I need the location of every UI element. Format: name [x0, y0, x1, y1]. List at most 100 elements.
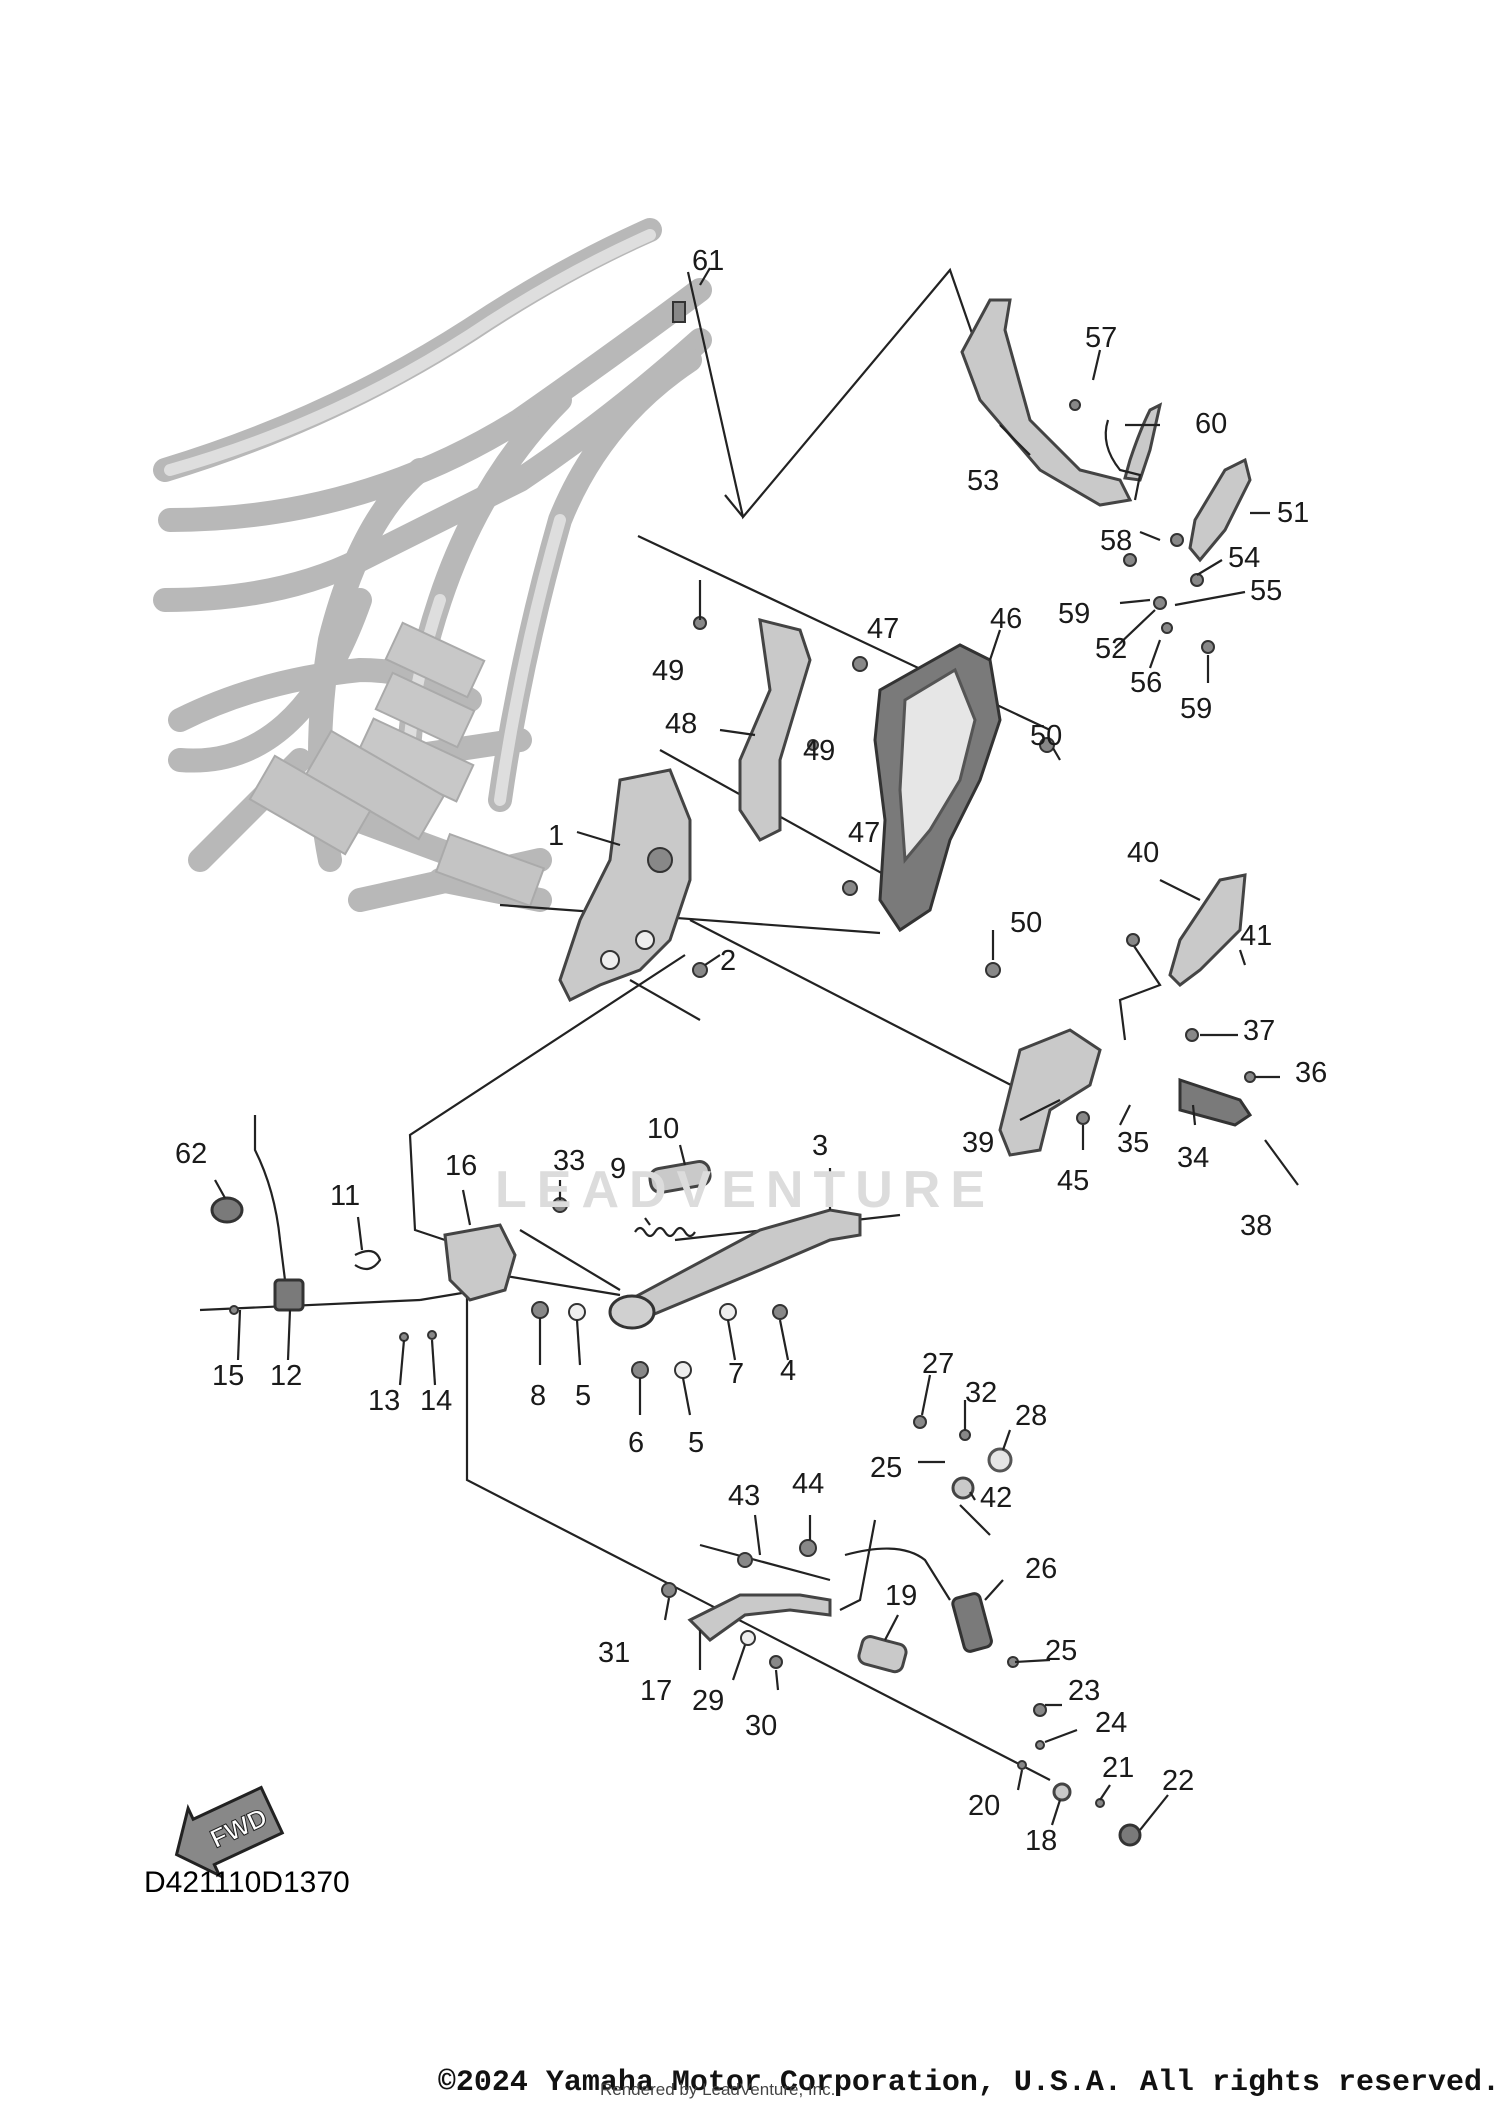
part-62-grommet: [210, 1196, 244, 1224]
callout-20: 20: [968, 1790, 1000, 1822]
callout-3: 3: [812, 1130, 828, 1162]
part-9-spring: [634, 1226, 696, 1238]
callout-41: 41: [1240, 920, 1272, 952]
callout-29: 29: [692, 1685, 724, 1717]
part-16-bracket: [443, 1223, 517, 1302]
callout-25a: 25: [870, 1452, 902, 1484]
callout-58: 58: [1100, 525, 1132, 557]
callout-27: 27: [922, 1348, 954, 1380]
callout-25b: 25: [1045, 1635, 1077, 1667]
callout-50b: 50: [1010, 907, 1042, 939]
callout-57: 57: [1085, 322, 1117, 354]
fwd-arrow: FWD: [174, 1785, 285, 1879]
callout-49a: 49: [652, 655, 684, 687]
callout-32: 32: [965, 1377, 997, 1409]
part-53-bracket: [960, 298, 1133, 507]
callouts: 1 2 3 4 5 5 6 7 8 9 10 11 12 13 14 15 16…: [175, 245, 1327, 1857]
callout-9: 9: [610, 1153, 626, 1185]
callout-62: 62: [175, 1138, 207, 1170]
callout-31: 31: [598, 1637, 630, 1669]
callout-18: 18: [1025, 1825, 1057, 1857]
diagram-code: D421110D1370: [144, 1866, 350, 1899]
rendered-by: Rendered by LeadVenture, Inc.: [600, 2080, 836, 2099]
callout-1: 1: [548, 820, 564, 852]
callout-14: 14: [420, 1385, 452, 1417]
callout-35: 35: [1117, 1127, 1149, 1159]
part-60: [1123, 402, 1163, 482]
callout-24: 24: [1095, 1707, 1127, 1739]
leader-lines: [214, 267, 1299, 1831]
callout-45: 45: [1057, 1165, 1089, 1197]
callout-56: 56: [1130, 667, 1162, 699]
part-3-sidestand: [617, 1208, 862, 1322]
part-18: [1052, 1782, 1072, 1802]
part-61-bolt: [672, 301, 686, 323]
part-22-nut: [1118, 1823, 1142, 1847]
callout-48: 48: [665, 708, 697, 740]
callout-44: 44: [792, 1468, 824, 1500]
callout-17: 17: [640, 1675, 672, 1707]
callout-59b: 59: [1180, 693, 1212, 725]
callout-12: 12: [270, 1360, 302, 1392]
callout-49b: 49: [803, 735, 835, 767]
callout-5b: 5: [688, 1427, 704, 1459]
callout-60: 60: [1195, 408, 1227, 440]
callout-19: 19: [885, 1580, 917, 1612]
part-42: [951, 1476, 975, 1500]
part-28-nut: [987, 1447, 1013, 1473]
callout-28: 28: [1015, 1400, 1047, 1432]
part-40-guard: [1168, 873, 1247, 987]
callout-53: 53: [967, 465, 999, 497]
callout-39: 39: [962, 1127, 994, 1159]
part-10-rubber: [648, 1160, 712, 1194]
callout-34: 34: [1177, 1142, 1209, 1174]
part-12-cable: [253, 1115, 287, 1281]
part-19-rubber: [857, 1635, 908, 1674]
part-51-guard: [1188, 457, 1252, 563]
callout-21: 21: [1102, 1752, 1134, 1784]
motorcycle-frame: [153, 218, 712, 912]
part-11-clip: [354, 1249, 382, 1271]
callout-13: 13: [368, 1385, 400, 1417]
callout-23: 23: [1068, 1675, 1100, 1707]
callout-7: 7: [728, 1358, 744, 1390]
callout-47a: 47: [867, 613, 899, 645]
callout-15: 15: [212, 1360, 244, 1392]
callout-47b: 47: [848, 817, 880, 849]
callout-59a: 59: [1058, 598, 1090, 630]
callout-5a: 5: [575, 1380, 591, 1412]
watermark: LEADVENTURE: [495, 1161, 996, 1219]
callout-42: 42: [980, 1482, 1012, 1514]
part-48-bracket: [738, 618, 812, 842]
callout-30: 30: [745, 1710, 777, 1742]
callout-50a: 50: [1030, 720, 1062, 752]
callout-36: 36: [1295, 1057, 1327, 1089]
callout-2: 2: [720, 945, 736, 977]
part-26-master-cylinder: [951, 1592, 993, 1653]
callout-46: 46: [990, 603, 1022, 635]
callout-8: 8: [530, 1380, 546, 1412]
callout-37: 37: [1243, 1015, 1275, 1047]
callout-61: 61: [692, 245, 724, 277]
callout-4: 4: [780, 1355, 796, 1387]
callout-6: 6: [628, 1427, 644, 1459]
callout-54: 54: [1228, 542, 1260, 574]
callout-52: 52: [1095, 633, 1127, 665]
part-17-pedal: [687, 1593, 832, 1642]
callout-26: 26: [1025, 1553, 1057, 1585]
callout-55: 55: [1250, 575, 1282, 607]
callout-51: 51: [1277, 497, 1309, 529]
callout-22: 22: [1162, 1765, 1194, 1797]
parts: [210, 298, 1256, 1847]
part-1-footrest-bracket: [558, 768, 692, 1003]
callout-10: 10: [647, 1113, 679, 1145]
part-39-footrest: [998, 1028, 1102, 1157]
callout-40: 40: [1127, 837, 1159, 869]
callout-16: 16: [445, 1150, 477, 1182]
callout-43: 43: [728, 1480, 760, 1512]
part-34-peg: [1178, 1077, 1253, 1127]
callout-33: 33: [553, 1145, 585, 1177]
callout-38: 38: [1240, 1210, 1272, 1242]
copyright-notice: ©2024 Yamaha Motor Corporation, U.S.A. A…: [437, 2066, 1500, 2100]
